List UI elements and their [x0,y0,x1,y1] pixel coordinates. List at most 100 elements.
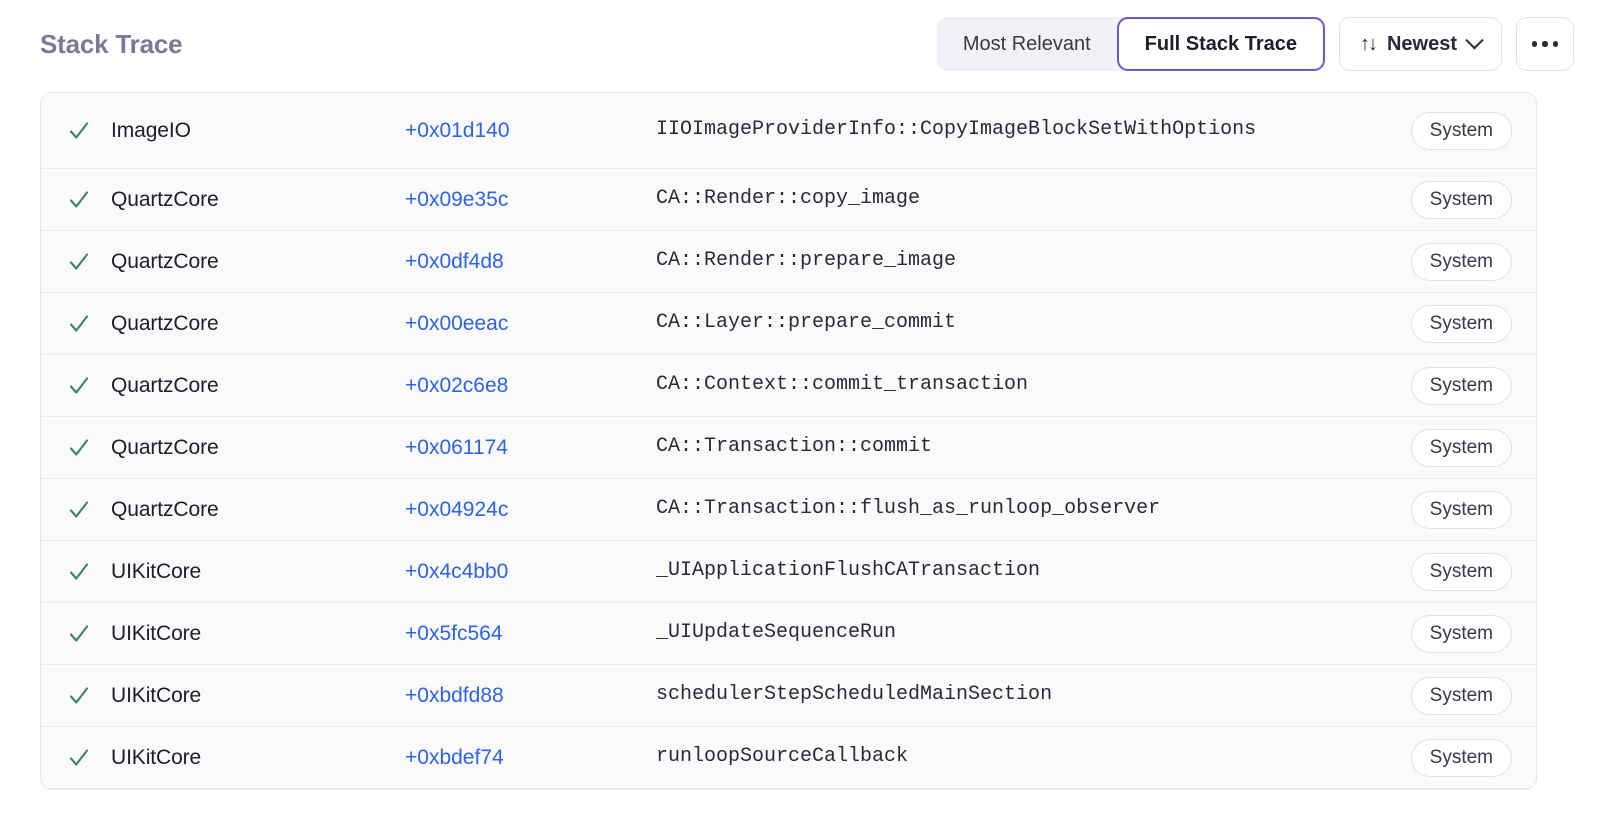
row-check-cell[interactable] [67,374,111,398]
stack-trace-table: ImageIO +0x01d140 IIOImageProviderInfo::Co… [40,92,1537,790]
row-symbol: CA::Transaction::commit [656,435,933,459]
view-mode-segmented-control[interactable]: Most Relevant Full Stack Trace [936,17,1325,71]
row-symbol: _UIUpdateSequenceRun [656,621,897,645]
table-row[interactable]: QuartzCore +0x0df4d8 CA::Render::prepare_i… [41,231,1536,293]
row-offset-link[interactable]: +0x04924c [405,497,509,521]
row-badge-cell: System [1410,304,1512,343]
status-badge: System [1410,428,1512,467]
row-symbol: IIOImageProviderInfo::CopyImageBlockSetW… [656,118,1257,142]
row-package: QuartzCore [111,497,219,521]
row-check-cell[interactable] [67,684,111,708]
row-check-cell[interactable] [67,746,111,770]
status-badge: System [1410,490,1512,529]
status-badge: System [1410,738,1512,777]
table-row[interactable]: UIKitCore +0xbdfd88 schedulerStepScheduled… [41,665,1536,727]
tab-full-stack-trace[interactable]: Full Stack Trace [1116,17,1325,71]
panel-header: Stack Trace Most Relevant Full Stack Tra… [40,0,1574,88]
row-offset-link[interactable]: +0x0df4d8 [405,249,504,273]
check-icon [69,748,89,766]
header-actions: Most Relevant Full Stack Trace ↑↓ Newest [936,17,1574,71]
check-icon [69,376,89,394]
table-row[interactable]: QuartzCore +0x061174 CA::Transaction::comm… [41,417,1536,479]
row-badge-cell: System [1410,614,1512,653]
status-badge: System [1410,552,1512,591]
status-badge: System [1410,180,1512,219]
row-symbol: CA::Context::commit_transaction [656,373,1029,397]
table-row[interactable]: UIKitCore +0x5fc564 _UIUpdateSequenceRun Sy… [41,603,1536,665]
ellipsis-icon [1531,41,1559,47]
row-offset-link[interactable]: +0x4c4bb0 [405,559,509,583]
check-icon [69,624,89,642]
sort-button[interactable]: ↑↓ Newest [1338,17,1502,71]
row-package: QuartzCore [111,311,219,335]
row-package: QuartzCore [111,373,219,397]
row-offset-link[interactable]: +0x09e35c [405,187,509,211]
row-symbol: CA::Render::copy_image [656,187,921,211]
row-check-cell[interactable] [67,622,111,646]
status-badge: System [1410,366,1512,405]
row-check-cell[interactable] [67,312,111,336]
row-offset-link[interactable]: +0x061174 [405,435,508,459]
row-badge-cell: System [1410,552,1512,591]
sort-label: Newest [1386,32,1457,55]
check-icon [69,686,89,704]
row-symbol: _UIApplicationFlushCATransaction [656,559,1041,583]
row-badge-cell: System [1410,676,1512,715]
row-package: UIKitCore [111,559,202,583]
table-row[interactable]: QuartzCore +0x09e35c CA::Render::copy_imag… [41,169,1536,231]
row-package: UIKitCore [111,683,202,707]
row-offset-link[interactable]: +0x01d140 [405,118,510,142]
table-row[interactable]: UIKitCore +0xbdef74 runloopSourceCallback S… [41,727,1536,789]
status-badge: System [1410,304,1512,343]
sort-arrows-icon: ↑↓ [1359,33,1378,55]
more-options-button[interactable] [1516,17,1574,71]
row-symbol: runloopSourceCallback [656,745,909,769]
row-check-cell[interactable] [67,498,111,522]
row-check-cell[interactable] [67,560,111,584]
row-symbol: CA::Render::prepare_image [656,249,957,273]
chevron-down-icon [1465,30,1484,49]
row-package: QuartzCore [111,249,219,273]
row-check-cell[interactable] [67,188,111,212]
table-row[interactable]: ImageIO +0x01d140 IIOImageProviderInfo::Co… [41,93,1536,169]
table-row[interactable]: QuartzCore +0x04924c CA::Transaction::flus… [41,479,1536,541]
row-badge-cell: System [1410,738,1512,777]
row-check-cell[interactable] [67,436,111,460]
row-check-cell[interactable] [67,119,111,143]
row-package: UIKitCore [111,745,202,769]
row-badge-cell: System [1410,111,1512,150]
row-offset-link[interactable]: +0xbdfd88 [405,683,504,707]
row-package: UIKitCore [111,621,202,645]
row-package: ImageIO [111,118,191,142]
row-check-cell[interactable] [67,250,111,274]
row-badge-cell: System [1410,428,1512,467]
check-icon [69,190,89,208]
row-offset-link[interactable]: +0x00eeac [405,311,509,335]
check-icon [69,252,89,270]
table-row[interactable]: UIKitCore +0x4c4bb0 _UIApplicationFlushCAT… [41,541,1536,603]
status-badge: System [1410,614,1512,653]
row-package: QuartzCore [111,435,219,459]
table-row[interactable]: QuartzCore +0x00eeac CA::Layer::prepare_co… [41,293,1536,355]
tab-most-relevant[interactable]: Most Relevant [937,17,1117,71]
row-badge-cell: System [1410,366,1512,405]
check-icon [69,562,89,580]
row-badge-cell: System [1410,180,1512,219]
row-offset-link[interactable]: +0x5fc564 [405,621,503,645]
row-badge-cell: System [1410,242,1512,281]
row-badge-cell: System [1410,490,1512,529]
status-badge: System [1410,242,1512,281]
check-icon [69,121,89,139]
row-symbol: CA::Transaction::flush_as_runloop_observ… [656,497,1161,521]
status-badge: System [1410,111,1512,150]
row-symbol: CA::Layer::prepare_commit [656,311,957,335]
row-offset-link[interactable]: +0xbdef74 [405,745,504,769]
check-icon [69,438,89,456]
row-offset-link[interactable]: +0x02c6e8 [405,373,509,397]
row-symbol: schedulerStepScheduledMainSection [656,683,1053,707]
check-icon [69,314,89,332]
row-package: QuartzCore [111,187,219,211]
table-row[interactable]: QuartzCore +0x02c6e8 CA::Context::commit_t… [41,355,1536,417]
page-title: Stack Trace [40,28,183,59]
